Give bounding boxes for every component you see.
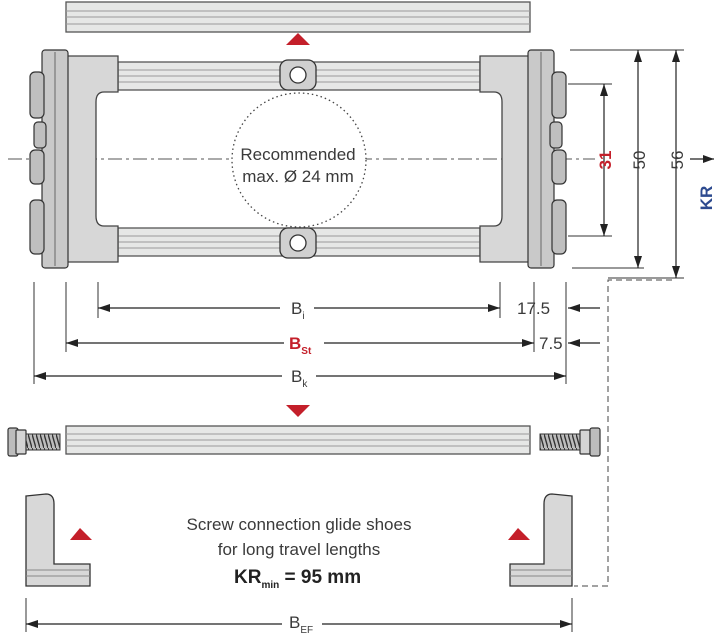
chain-link-cross-section [8, 49, 595, 269]
kr-min-label: KRmin = 95 mm [234, 567, 361, 591]
glide-shoe-right [509, 493, 573, 587]
dim-50-label: 50 [630, 151, 649, 170]
screw-connection-label: Screw connection glide shoes [187, 515, 412, 534]
recommended-label: Recommended [240, 145, 355, 164]
screw-connection-bar [7, 425, 601, 457]
dim-7-5-label: 7.5 [539, 334, 563, 353]
bk-label: Bk [291, 367, 308, 390]
dim-17-5-label: 17.5 [517, 299, 550, 318]
travel-lengths-label: for long travel lengths [218, 540, 381, 559]
up-arrow-top [286, 33, 310, 45]
recommended-diameter-label: max. Ø 24 mm [242, 167, 353, 186]
kr-reference-line [574, 279, 672, 587]
up-arrow-left-shoe [70, 528, 92, 540]
bst-label: BSt [289, 334, 312, 357]
top-cover-bar [65, 1, 531, 33]
glide-shoe-left [25, 493, 91, 587]
bi-label: Bi [291, 299, 305, 322]
down-arrow-middle [286, 405, 310, 417]
recommended-diameter-circle [231, 92, 367, 228]
up-arrow-right-shoe [508, 528, 530, 540]
dim-31-label: 31 [596, 151, 615, 170]
dim-56-label: 56 [668, 151, 687, 170]
vertical-dimensions [568, 49, 714, 279]
bef-label: BEF [289, 613, 313, 636]
dim-kr-label: KR [697, 186, 716, 211]
